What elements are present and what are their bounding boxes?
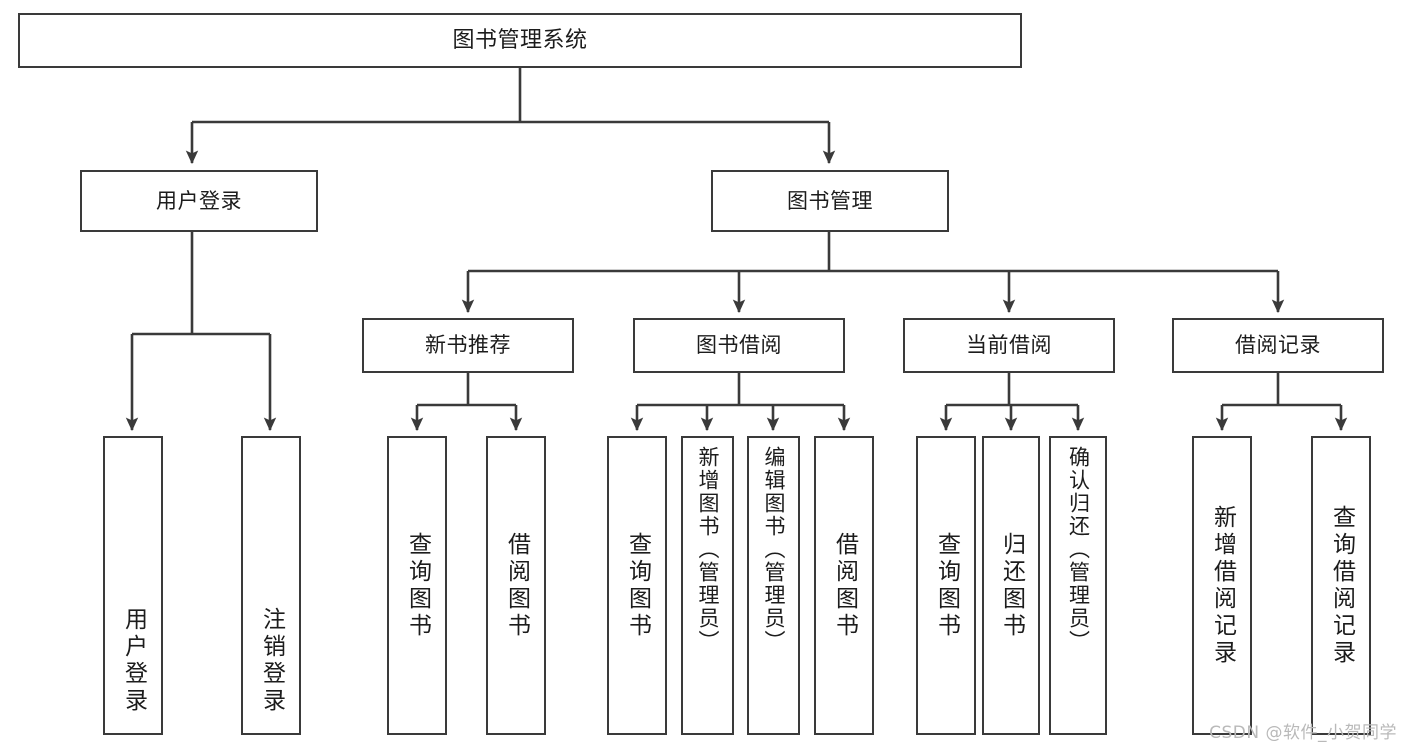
leaf-query-borrow-record[interactable]: 查询借阅记录	[1311, 436, 1371, 735]
node-label: 当前借阅	[966, 333, 1052, 358]
leaf-add-book-admin[interactable]: 新增图书（管理员）	[681, 436, 734, 735]
leaf-query-book-current[interactable]: 查询图书	[916, 436, 976, 735]
node-label: 归还图书	[998, 531, 1025, 640]
node-label: 确认归还（管理员）	[1066, 446, 1091, 653]
node-label: 查询图书	[933, 531, 960, 640]
node-label: 注销登录	[258, 607, 285, 715]
node-label: 查询图书	[624, 531, 651, 640]
node-label: 查询图书	[404, 531, 431, 640]
leaf-logout[interactable]: 注销登录	[241, 436, 301, 735]
leaf-add-borrow-record[interactable]: 新增借阅记录	[1192, 436, 1252, 735]
watermark-csdn: CSDN @软件_小贺同学	[1209, 723, 1397, 743]
leaf-query-book-recommend[interactable]: 查询图书	[387, 436, 447, 735]
node-current-borrow[interactable]: 当前借阅	[903, 318, 1115, 373]
leaf-query-book-borrow[interactable]: 查询图书	[607, 436, 667, 735]
node-book-management[interactable]: 图书管理	[711, 170, 949, 232]
node-label: 图书管理系统	[452, 27, 588, 53]
leaf-return-book[interactable]: 归还图书	[982, 436, 1040, 735]
node-label: 图书借阅	[696, 333, 782, 358]
node-label: 用户登录	[156, 188, 242, 213]
leaf-edit-book-admin[interactable]: 编辑图书（管理员）	[747, 436, 800, 735]
leaf-borrow-book-recommend[interactable]: 借阅图书	[486, 436, 546, 735]
node-label: 编辑图书（管理员）	[762, 446, 786, 653]
leaf-confirm-return-admin[interactable]: 确认归还（管理员）	[1049, 436, 1107, 735]
node-label: 新书推荐	[425, 333, 511, 358]
node-label: 借阅记录	[1235, 333, 1321, 358]
node-label: 借阅图书	[503, 531, 530, 640]
leaf-borrow-book[interactable]: 借阅图书	[814, 436, 874, 735]
leaf-user-login[interactable]: 用户登录	[103, 436, 163, 735]
node-label: 新增图书（管理员）	[696, 446, 720, 653]
node-book-borrow[interactable]: 图书借阅	[633, 318, 845, 373]
node-label: 用户登录	[120, 607, 147, 715]
node-root-book-management-system[interactable]: 图书管理系统	[18, 13, 1022, 68]
node-user-login[interactable]: 用户登录	[80, 170, 318, 232]
node-new-book-recommend[interactable]: 新书推荐	[362, 318, 574, 373]
node-label: 借阅图书	[831, 531, 858, 640]
node-label: 查询借阅记录	[1328, 504, 1355, 667]
node-borrow-records[interactable]: 借阅记录	[1172, 318, 1384, 373]
node-label: 图书管理	[787, 188, 873, 213]
node-label: 新增借阅记录	[1209, 504, 1236, 667]
